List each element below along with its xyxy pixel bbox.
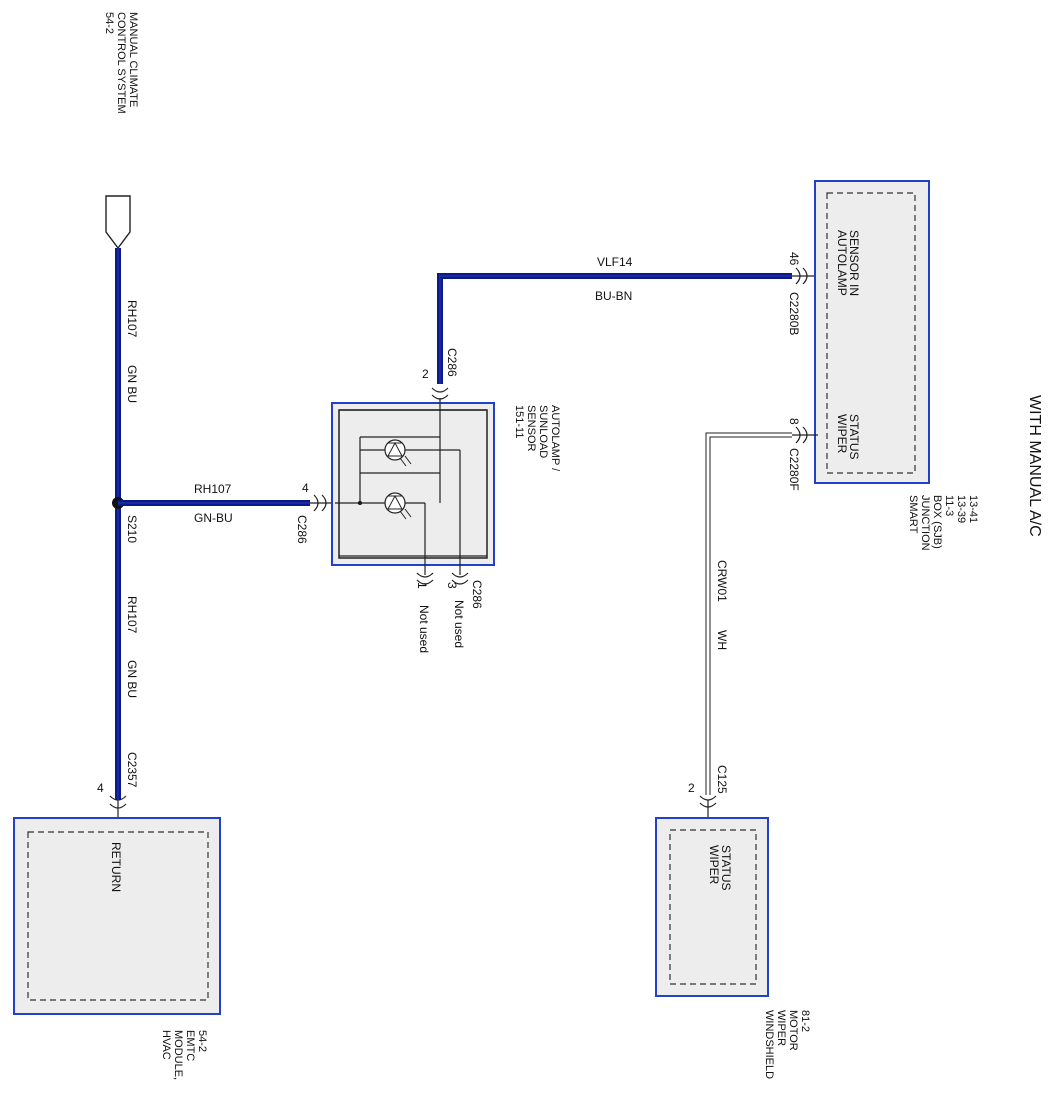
svg-text:SENSOR IN: SENSOR IN	[847, 230, 861, 296]
c2280b-label: C2280B	[787, 292, 801, 335]
connector-c286-top-icon	[431, 387, 449, 400]
hvac-module-label: HVAC MODULE, EMTC 54-2	[160, 1030, 208, 1080]
autolamp-sensor-box	[331, 402, 495, 566]
svg-text:STATUS: STATUS	[847, 414, 861, 460]
wiper-motor-status-label: WIPER STATUS	[707, 845, 733, 891]
svg-text:151-11: 151-11	[513, 405, 525, 438]
not-used-pin3: Not used	[452, 600, 466, 648]
svg-text:STATUS: STATUS	[719, 845, 733, 891]
c286-left-pin: 4	[302, 481, 309, 495]
rh107-top-circuit: RH107	[125, 300, 139, 338]
svg-text:SMART: SMART	[907, 495, 919, 534]
svg-text:AUTOLAMP /: AUTOLAMP /	[549, 405, 561, 472]
crw01-circuit: CRW01	[715, 560, 729, 602]
c286-left-label: C286	[295, 515, 309, 544]
climate-reference: MANUAL CLIMATE CONTROL SYSTEM 54-2	[103, 12, 139, 114]
sjb-wiper-label: WIPER STATUS	[835, 414, 861, 460]
c286-top-label: C286	[445, 348, 459, 377]
sjb-autolamp-label: AUTOLAMP SENSOR IN	[835, 230, 861, 296]
c2280f-label: C2280F	[787, 448, 801, 491]
rh107-branch-color: GN-BU	[194, 511, 233, 525]
svg-text:WINDSHIELD: WINDSHIELD	[763, 1010, 775, 1079]
connector-c286-pin3-icon	[451, 572, 469, 585]
c125-pin: 2	[688, 781, 695, 795]
vlf14-color: BU-BN	[595, 289, 632, 303]
diagram-title: WITH MANUAL A/C	[1026, 395, 1043, 537]
svg-text:WIPER: WIPER	[835, 414, 849, 454]
svg-text:JUNCTION: JUNCTION	[919, 495, 931, 551]
splice-label: S210	[125, 515, 139, 543]
sjb-label: SMART JUNCTION BOX (SJB) 11-3 13-39 13-4…	[907, 495, 979, 551]
svg-text:81-2: 81-2	[799, 1010, 811, 1032]
c2357-label: C2357	[125, 752, 139, 788]
svg-text:SUNLOAD: SUNLOAD	[537, 405, 549, 458]
c286-top-pin: 2	[422, 367, 429, 381]
rh107-bottom-color: GN BU	[125, 660, 139, 698]
svg-text:BOX (SJB): BOX (SJB)	[931, 495, 943, 549]
svg-text:MODULE,: MODULE,	[172, 1030, 184, 1080]
svg-text:EMTC: EMTC	[184, 1030, 196, 1061]
c2280b-pin: 46	[787, 252, 801, 266]
svg-text:MOTOR: MOTOR	[787, 1010, 799, 1051]
svg-text:AUTOLAMP: AUTOLAMP	[835, 230, 849, 296]
wire-crw01	[705, 432, 792, 795]
svg-text:54-2: 54-2	[196, 1030, 208, 1052]
c286-bottom-pin3: 3	[445, 582, 459, 589]
svg-text:13-41: 13-41	[967, 495, 979, 523]
svg-text:HVAC: HVAC	[160, 1030, 172, 1060]
c2280f-pin: 8	[787, 418, 801, 425]
vlf14-circuit: VLF14	[597, 255, 633, 269]
svg-text:13-39: 13-39	[955, 495, 967, 523]
c286-bottom-label: C286	[470, 580, 484, 609]
svg-text:SENSOR: SENSOR	[525, 405, 537, 452]
c286-bottom-pin1: 1	[415, 582, 429, 589]
wiper-motor-label: WINDSHIELD WIPER MOTOR 81-2	[763, 1010, 811, 1079]
autolamp-sensor-label: AUTOLAMP / SUNLOAD SENSOR 151-11	[513, 405, 561, 472]
not-used-pin1: Not used	[417, 605, 431, 653]
crw01-color: WH	[715, 630, 729, 650]
smart-junction-box	[814, 180, 930, 484]
hvac-module-box	[13, 817, 221, 1015]
climate-ref-line2: CONTROL SYSTEM	[115, 12, 127, 114]
offpage-connector-icon	[105, 195, 131, 250]
hvac-return-label: RETURN	[109, 842, 123, 892]
wiper-motor-box	[655, 817, 769, 997]
connector-c286-pin1-icon	[416, 572, 434, 585]
svg-text:11-3: 11-3	[943, 495, 955, 516]
rh107-branch-circuit: RH107	[194, 482, 232, 496]
climate-ref-line3: 54-2	[103, 12, 115, 34]
svg-text:WIPER: WIPER	[775, 1010, 787, 1046]
c125-label: C125	[715, 765, 729, 794]
rh107-bottom-circuit: RH107	[125, 596, 139, 634]
climate-ref-line1: MANUAL CLIMATE	[127, 12, 139, 107]
rh107-top-color: GN BU	[125, 365, 139, 403]
c2357-pin: 4	[97, 781, 104, 795]
svg-text:WIPER: WIPER	[707, 845, 721, 885]
